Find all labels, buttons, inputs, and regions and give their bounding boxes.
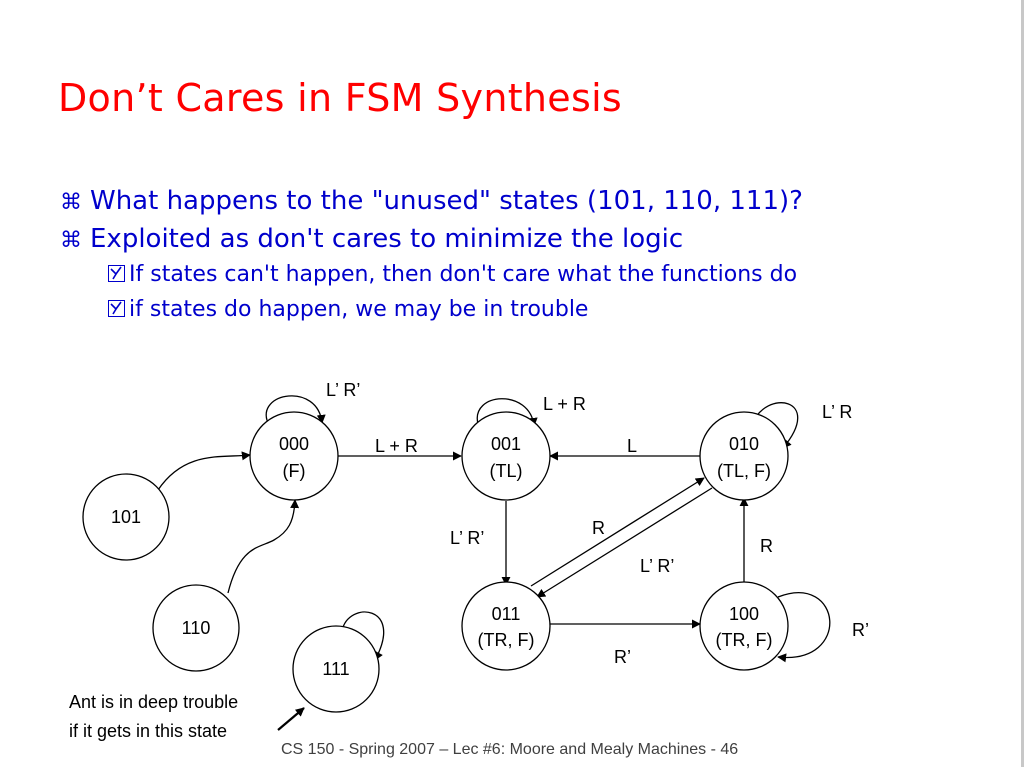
state-101 <box>82 473 170 561</box>
sub-bullet-item: If states can't happen, then don't care … <box>108 262 803 297</box>
transition-label: L’ R’ <box>450 528 484 548</box>
state-code: 111 <box>322 659 349 679</box>
transition-label: L’ R’ <box>640 556 674 576</box>
sub-bullet-text: if states do happen, we may be in troubl… <box>129 297 589 322</box>
state-000 <box>249 411 339 501</box>
annotation-line: Ant is in deep trouble <box>69 692 238 712</box>
bullet-text: What happens to the "unused" states (101… <box>90 186 803 216</box>
bullet-list: ⌘ What happens to the "unused" states (10… <box>60 186 803 332</box>
state-output: (TL) <box>490 461 523 481</box>
edge-110-000 <box>227 499 300 594</box>
slide-border <box>1021 0 1024 767</box>
command-bullet-icon: ⌘ <box>60 228 82 253</box>
transition-label: R’ <box>852 620 869 640</box>
bullet-item: ⌘ Exploited as don't cares to minimize th… <box>60 224 803 262</box>
edge-101-000 <box>157 451 251 491</box>
state-code: 110 <box>182 618 211 638</box>
self-loop-001 <box>476 398 538 427</box>
state-code: 100 <box>729 604 759 624</box>
slide-footer: CS 150 - Spring 2007 – Lec #6: Moore and… <box>281 741 739 758</box>
transition-label: L + R <box>543 394 586 414</box>
state-code: 000 <box>279 434 309 454</box>
self-loop-111 <box>341 611 385 661</box>
state-output: (TR, F) <box>716 630 773 650</box>
slide-title: Don’t Cares in FSM Synthesis <box>58 76 623 120</box>
self-loop-000 <box>265 395 326 424</box>
state-output: (F) <box>283 461 306 481</box>
transition-label: L’ R’ <box>326 380 360 400</box>
state-code: 001 <box>491 434 521 454</box>
state-010 <box>699 411 789 501</box>
state-code: 101 <box>111 507 141 527</box>
transition-label: R’ <box>614 647 631 667</box>
state-001 <box>461 411 551 501</box>
state-code: 010 <box>729 434 759 454</box>
state-111 <box>292 625 380 713</box>
transition-label: L + R <box>375 436 418 456</box>
checked-box-icon <box>108 300 125 317</box>
state-110 <box>152 584 240 672</box>
bullet-text: Exploited as don't cares to minimize the… <box>90 224 684 254</box>
sub-bullet-text: If states can't happen, then don't care … <box>129 262 798 287</box>
edge-011-010 <box>530 477 705 587</box>
state-output: (TL, F) <box>717 461 771 481</box>
command-bullet-icon: ⌘ <box>60 190 82 215</box>
edge-010-011 <box>536 487 713 598</box>
self-loop-100 <box>777 592 831 663</box>
state-output: (TR, F) <box>478 630 535 650</box>
transition-label: R <box>592 518 605 538</box>
transition-label: L’ R <box>822 402 852 422</box>
state-011 <box>461 581 551 671</box>
annotation-line: if it gets in this state <box>69 721 227 741</box>
state-100 <box>699 581 789 671</box>
state-code: 011 <box>492 604 521 624</box>
checked-box-icon <box>108 265 125 282</box>
sub-bullet-item: if states do happen, we may be in troubl… <box>108 297 803 332</box>
transition-label: R <box>760 536 773 556</box>
annotation-arrow <box>277 707 305 731</box>
transition-label: L <box>627 436 637 456</box>
bullet-item: ⌘ What happens to the "unused" states (10… <box>60 186 803 224</box>
